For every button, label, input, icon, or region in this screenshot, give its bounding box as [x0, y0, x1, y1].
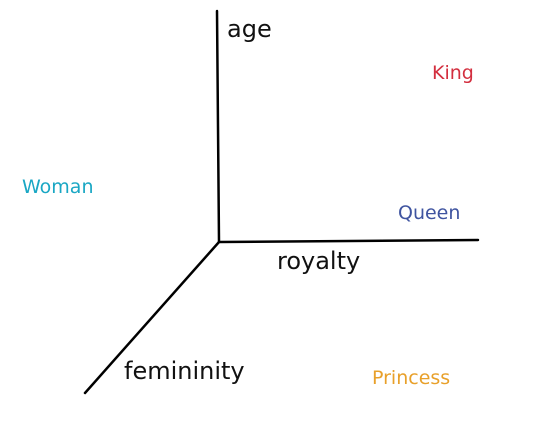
age-axis: [215, 9, 221, 244]
princess-label: Princess: [372, 367, 450, 389]
age-axis-label: age: [227, 15, 272, 43]
royalty-axis-label: royalty: [277, 247, 360, 275]
queen-label: Queen: [398, 202, 460, 224]
femininity-axis-label: femininity: [124, 357, 245, 385]
king-label: King: [432, 62, 474, 84]
woman-label: Woman: [22, 176, 94, 198]
femininity-axis: [83, 240, 221, 395]
royalty-axis: [217, 238, 480, 244]
